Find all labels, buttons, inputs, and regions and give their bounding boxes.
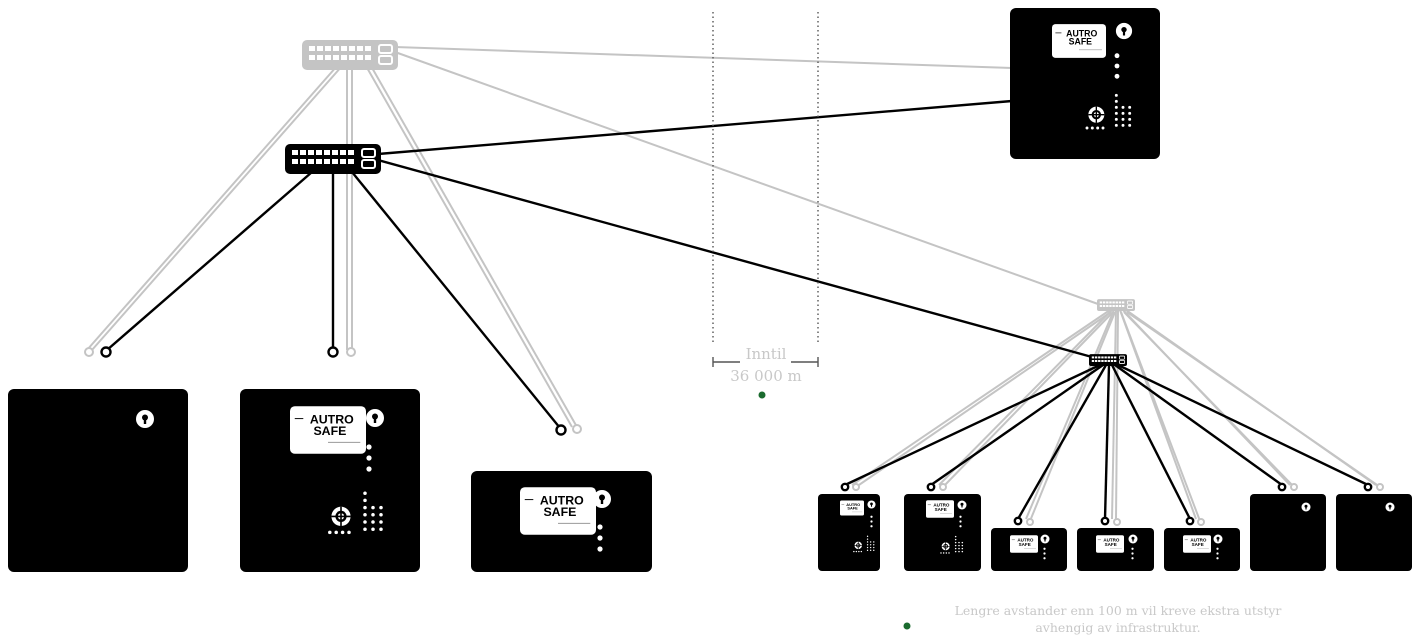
distance-indicator: Inntil 36 000 m (712, 12, 819, 399)
redundant-cables (86, 46, 1381, 522)
distance-label-line1: Inntil (746, 345, 787, 363)
small-control-panel (818, 494, 880, 571)
small-control-panel (904, 494, 981, 571)
redundant-cable-ends (84, 347, 1384, 526)
control-panel (240, 389, 420, 572)
distance-footnote-dot (758, 391, 766, 399)
footnote-line2: avhengig av infrastruktur. (1035, 620, 1200, 635)
main-switch (285, 144, 381, 174)
remote-switch (1089, 354, 1127, 366)
small-blank-panel (1336, 494, 1412, 571)
footnote-line1: Lengre avstander enn 100 m vil kreve eks… (955, 603, 1282, 618)
small-repeater-panel (1164, 528, 1240, 571)
repeater-panel (471, 471, 652, 572)
small-repeater-panel (1077, 528, 1154, 571)
footnote: Lengre avstander enn 100 m vil kreve eks… (903, 603, 1282, 635)
footnote-dot (903, 622, 911, 630)
distance-label-line2: 36 000 m (730, 367, 801, 385)
small-repeater-panel (991, 528, 1067, 571)
control-panel-remote (1010, 8, 1160, 159)
gray-main-switch (302, 40, 398, 70)
gray-remote-switch (1097, 299, 1135, 311)
blank-panel (8, 389, 188, 572)
small-blank-panel (1250, 494, 1326, 571)
primary-cable-ends (100, 346, 1373, 526)
primary-cables (106, 99, 1369, 520)
